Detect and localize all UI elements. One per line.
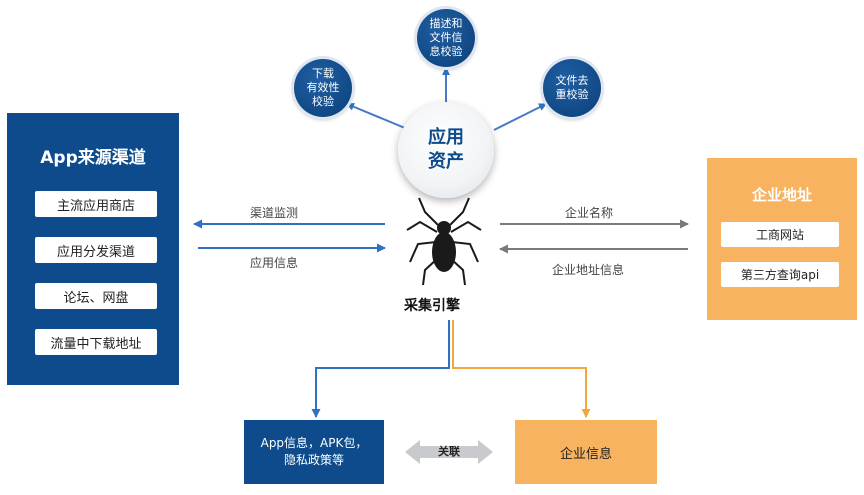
- app-source-title: App来源渠道: [40, 148, 146, 168]
- collection-engine-label: 采集引擎: [404, 298, 460, 314]
- source-item-traffic-url: 流量中下载地址: [35, 329, 157, 355]
- label-company-name: 企业名称: [565, 206, 614, 220]
- association-label: 关联: [438, 445, 460, 458]
- address-item-third-party-api: 第三方查询api: [721, 262, 839, 287]
- company-address-title: 企业地址: [751, 186, 812, 204]
- spider-icon: [406, 197, 482, 286]
- arrow-to-download-check: [346, 102, 406, 129]
- company-address-panel: 企业地址 工商网站 第三方查询api: [707, 158, 857, 320]
- source-item-main-stores: 主流应用商店: [35, 191, 157, 217]
- app-source-panel: App来源渠道 主流应用商店 应用分发渠道 论坛、网盘 流量中下载地址: [7, 113, 179, 385]
- label-channel-monitor: 渠道监测: [250, 206, 299, 220]
- arrow-to-dedup-check: [493, 103, 547, 131]
- app-info-box: App信息，APK包， 隐私政策等: [244, 420, 384, 484]
- dedup-check-circle: 文件去 重校验: [543, 59, 601, 117]
- file-info-check-circle: 描述和 文件信 息校验: [417, 9, 475, 67]
- company-info-box: 企业信息: [515, 420, 657, 484]
- arrow-to-app-box: [311, 320, 450, 418]
- address-item-business-site: 工商网站: [721, 222, 839, 247]
- arrow-to-company-box: [452, 320, 591, 418]
- label-app-info: 应用信息: [250, 256, 299, 270]
- label-company-address-info: 企业地址信息: [552, 263, 625, 277]
- app-asset-circle: 应用 资产: [398, 102, 494, 198]
- source-item-distribution: 应用分发渠道: [35, 237, 157, 263]
- download-validity-check-circle: 下载 有效性 校验: [294, 59, 352, 117]
- source-item-forum-disk: 论坛、网盘: [35, 283, 157, 309]
- association-double-arrow: [405, 440, 493, 464]
